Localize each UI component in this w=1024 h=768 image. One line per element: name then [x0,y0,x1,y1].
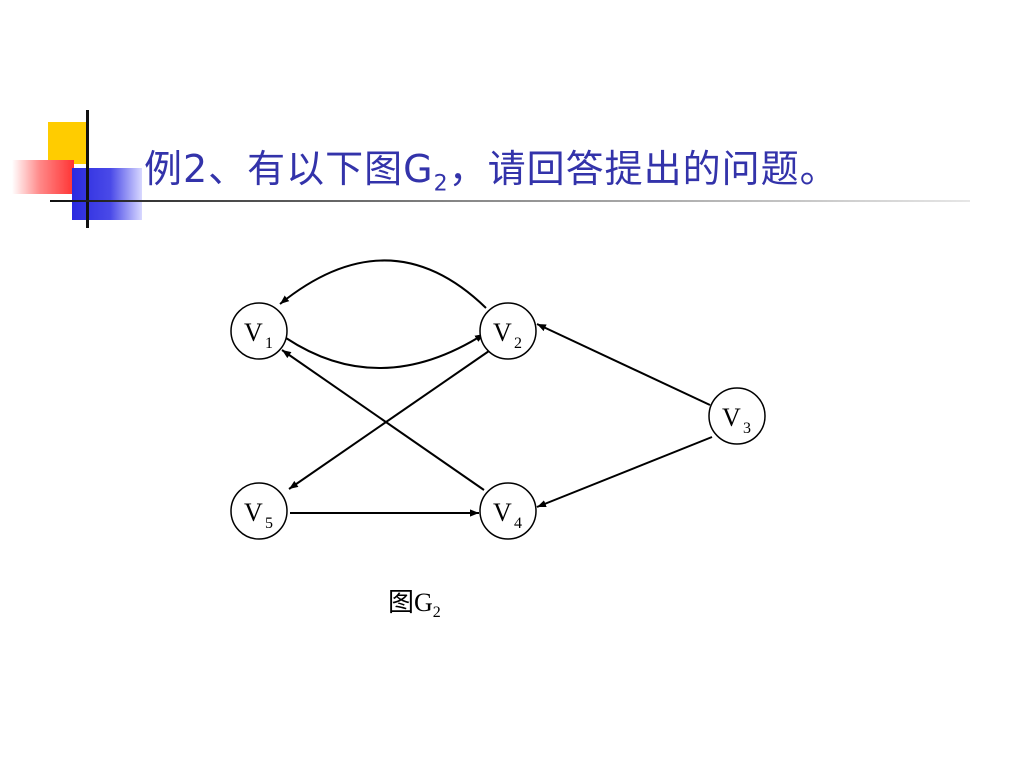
node-v5: V 5 [230,482,288,540]
node-v5-letter: V [244,498,263,527]
title-end: ，请回答提出的问题。 [448,147,839,191]
figure-caption: 图G2 [388,582,441,622]
slide-title: 例2、有以下图G2，请回答提出的问题。 [144,138,839,197]
node-v3-letter: V [722,403,741,432]
title-underline [50,200,970,202]
node-v1-letter: V [244,318,263,347]
node-v5-sub: 5 [265,515,273,532]
caption-subscript: 2 [432,604,441,622]
edge-v2-v1 [279,259,487,309]
node-v1-sub: 1 [265,335,273,352]
node-v4-letter: V [493,498,512,527]
node-v4: V 4 [479,482,537,540]
decor-blue-square [72,168,142,220]
node-v2-sub: 2 [514,335,522,352]
edge-v3-v2 [536,323,711,406]
edge-v4-v1 [281,349,485,491]
decor-vertical-line [86,110,89,228]
caption-main: 图G [388,588,433,617]
node-v1: V 1 [230,302,288,360]
title-main: 例2、有以下图G [144,147,434,191]
node-v3: V 3 [708,387,766,445]
edge-v3-v4 [536,436,713,508]
node-v3-sub: 3 [743,420,751,437]
node-v4-sub: 4 [514,515,522,532]
node-v2-letter: V [493,318,512,347]
edge-v1-v2 [285,333,485,369]
node-v2: V 2 [479,302,537,360]
edge-v2-v5 [288,350,490,490]
title-subscript: 2 [433,171,449,197]
decor-yellow-square [48,122,86,164]
decor-red-square [12,160,74,194]
